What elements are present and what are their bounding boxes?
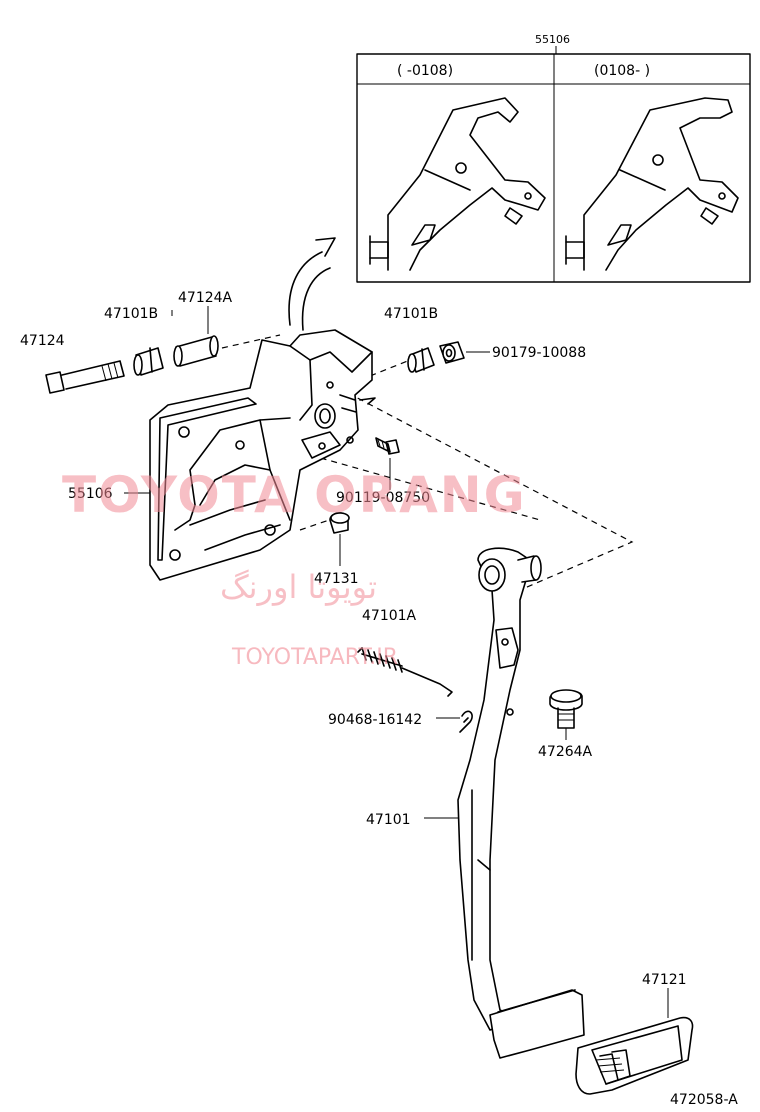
- label-47121: 47121: [642, 972, 687, 988]
- nut-90179: [439, 341, 465, 364]
- clip-90468: [459, 710, 473, 733]
- label-47101: 47101: [366, 812, 411, 828]
- inset-bracket-old: [369, 97, 546, 271]
- watermark: TOYOTA ORANG تویوتا اورنگ TOYOTAPART.IR: [62, 466, 527, 670]
- inset-header-right: (0108- ): [594, 63, 650, 79]
- bolt-47124: [45, 360, 125, 394]
- inset-bracket-new: [565, 97, 739, 271]
- watermark-brand: TOYOTA ORANG: [62, 466, 527, 524]
- leader-lines: [124, 306, 669, 1018]
- bracket-55106: [149, 329, 376, 581]
- drawing-number: 472058-A: [670, 1092, 738, 1108]
- part-labels: 47124 47101B 47124A 47101B 90179-10088 5…: [20, 290, 738, 1108]
- watermark-url: TOYOTAPART.IR: [231, 645, 398, 670]
- label-47131: 47131: [314, 571, 359, 587]
- pedal-pad-47121: [575, 1016, 694, 1095]
- pedal-foot-plate: [489, 989, 585, 1059]
- bushing-47101b-right: [407, 347, 435, 373]
- label-47264a: 47264A: [538, 744, 593, 760]
- label-47101a: 47101A: [362, 608, 417, 624]
- watermark-persian: تویوتا اورنگ: [220, 568, 377, 606]
- bolt-90119: [375, 437, 400, 455]
- label-47124: 47124: [20, 333, 65, 349]
- spring-47101a: [357, 647, 453, 697]
- label-47101b-left: 47101B: [104, 306, 158, 322]
- inset-box: 55106 ( -0108) (0108- ): [356, 33, 751, 283]
- stopper-47131: [329, 512, 350, 534]
- bushing-47101b-left: [133, 347, 164, 376]
- bolt-47264a: [549, 689, 583, 729]
- pedal-arm-47101: [457, 547, 542, 1031]
- label-90179-10088: 90179-10088: [492, 345, 586, 361]
- label-55106: 55106: [68, 486, 113, 502]
- inset-part-number: 55106: [535, 33, 570, 46]
- inset-header-left: ( -0108): [397, 63, 453, 79]
- sleeve-47124a: [173, 335, 219, 367]
- label-47101b-right: 47101B: [384, 306, 438, 322]
- view-arrow: [288, 237, 336, 331]
- label-47124a: 47124A: [178, 290, 233, 306]
- label-90119-08750: 90119-08750: [336, 490, 430, 506]
- label-90468-16142: 90468-16142: [328, 712, 422, 728]
